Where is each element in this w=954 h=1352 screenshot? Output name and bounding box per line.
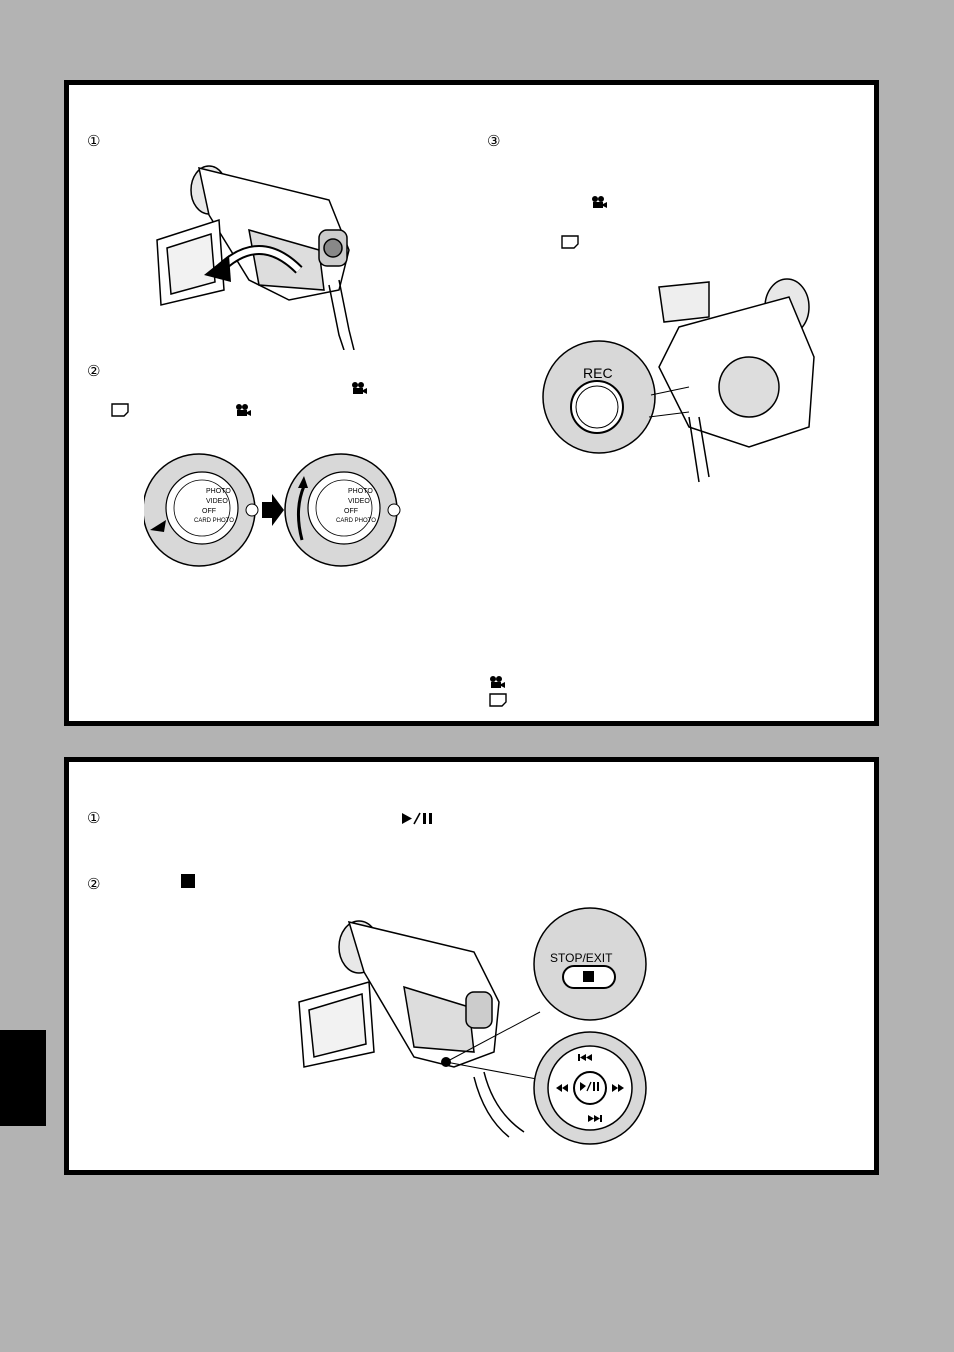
dial-label-card-photo: CARD PHOTO (336, 518, 376, 524)
stop-exit-label: STOP/EXIT (550, 951, 613, 965)
dial-label-video: VIDEO (206, 498, 228, 505)
dial-label-off: OFF (344, 508, 358, 515)
step-1-marker: ① (87, 809, 101, 827)
stop-icon (181, 874, 195, 888)
rec-button-label: REC (583, 365, 613, 381)
dial-label-card-photo: CARD PHOTO (194, 518, 234, 524)
dial-label-photo: PHOTO (206, 488, 231, 495)
recording-instructions-panel: ① ② ③ (64, 80, 879, 726)
rec-button-illustration: REC (542, 278, 815, 483)
step-2-marker: ② (87, 362, 101, 380)
play-pause-icon (402, 812, 432, 825)
video-mode-icon (352, 382, 367, 394)
power-switch-dial-illustration: PHOTO VIDEO OFF CARD PHOTO PHOTO VIDEO O… (144, 453, 401, 567)
card-mode-icon (111, 403, 129, 417)
step-3-marker: ③ (487, 132, 501, 150)
video-mode-icon (592, 196, 607, 208)
camera-open-lcd-illustration (156, 165, 355, 350)
video-mode-icon (236, 404, 251, 416)
card-mode-icon (561, 235, 579, 249)
playback-buttons-illustration: STOP/EXIT (298, 907, 647, 1145)
dial-label-video: VIDEO (348, 498, 370, 505)
video-mode-icon (490, 676, 505, 688)
step-1-marker: ① (87, 132, 101, 150)
dial-label-off: OFF (202, 508, 216, 515)
card-mode-icon (489, 693, 507, 707)
dial-label-photo: PHOTO (348, 488, 373, 495)
playback-instructions-panel: ① ② STOP/EXIT (64, 757, 879, 1175)
section-tab (0, 1030, 46, 1126)
step-2-marker: ② (87, 875, 101, 893)
